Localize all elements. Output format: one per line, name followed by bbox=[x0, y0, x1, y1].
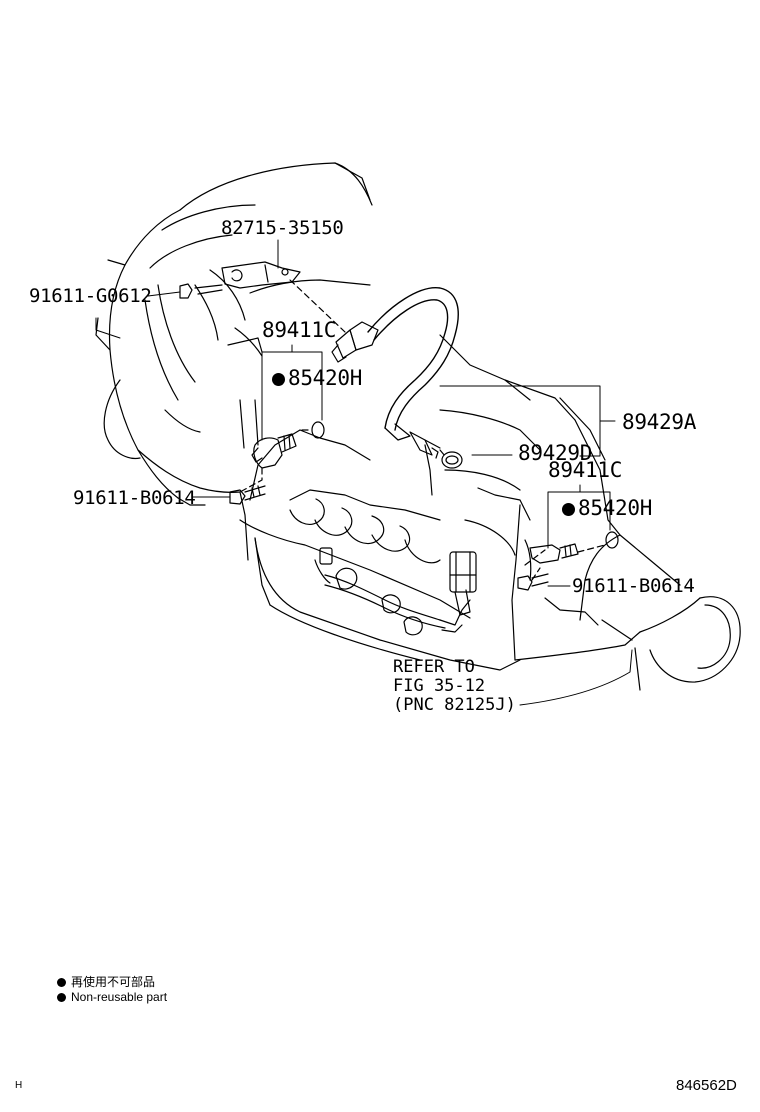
oil-pan-drawing bbox=[239, 429, 521, 671]
label-oring-text: 85420H bbox=[578, 496, 653, 520]
harness-89429a-drawing bbox=[331, 287, 459, 459]
legend-english-text: Non-reusable part bbox=[71, 990, 168, 1004]
corner-code-left: H bbox=[15, 1080, 23, 1091]
illustration-number: 846562D bbox=[676, 1077, 737, 1094]
label-bracket-82715: 82715-35150 bbox=[221, 217, 344, 239]
refer-note: REFER TO FIG 35-12 (PNC 82125J) bbox=[393, 658, 516, 715]
label-oring-text: 85420H bbox=[288, 366, 363, 390]
refer-line-1: REFER TO bbox=[393, 657, 475, 677]
label-oring-85420h-left: 85420H bbox=[272, 368, 362, 389]
label-sensor-89411c-left: 89411C bbox=[262, 318, 337, 342]
right-sensor-drawing bbox=[517, 531, 619, 591]
label-bolt-91611-b0614-right: 91611-B0614 bbox=[572, 575, 695, 597]
refer-line-3: (PNC 82125J) bbox=[393, 695, 516, 715]
label-sensor-89429d: 89429D bbox=[518, 441, 593, 465]
transmission-housing-drawing bbox=[95, 162, 373, 561]
refer-line-2: FIG 35-12 bbox=[393, 676, 486, 696]
label-oring-85420h-right: 85420H bbox=[562, 498, 652, 519]
legend-japanese: 再使用不可部品 bbox=[57, 973, 155, 990]
pipe-sensor-ring-drawing bbox=[441, 451, 463, 469]
legend-japanese-text: 再使用不可部品 bbox=[71, 975, 156, 989]
legend-dot-icon bbox=[57, 978, 66, 987]
label-harness-89429a: 89429A bbox=[622, 410, 697, 434]
legend-dot-icon bbox=[57, 993, 66, 1002]
label-sensor-89411c-right: 89411C bbox=[548, 458, 623, 482]
bracket-drawing bbox=[179, 261, 301, 299]
non-reusable-dot-icon bbox=[562, 503, 575, 516]
label-bolt-91611-b0614-left: 91611-B0614 bbox=[73, 487, 196, 509]
non-reusable-dot-icon bbox=[272, 373, 285, 386]
legend-english: Non-reusable part bbox=[57, 990, 167, 1004]
valve-body-harness-drawing bbox=[314, 547, 477, 636]
engine-case-drawing bbox=[249, 279, 741, 691]
label-bolt-91611-g0612: 91611-G0612 bbox=[29, 285, 152, 307]
solid-leader-lines bbox=[95, 239, 633, 706]
dashed-leader-lines bbox=[239, 279, 606, 581]
